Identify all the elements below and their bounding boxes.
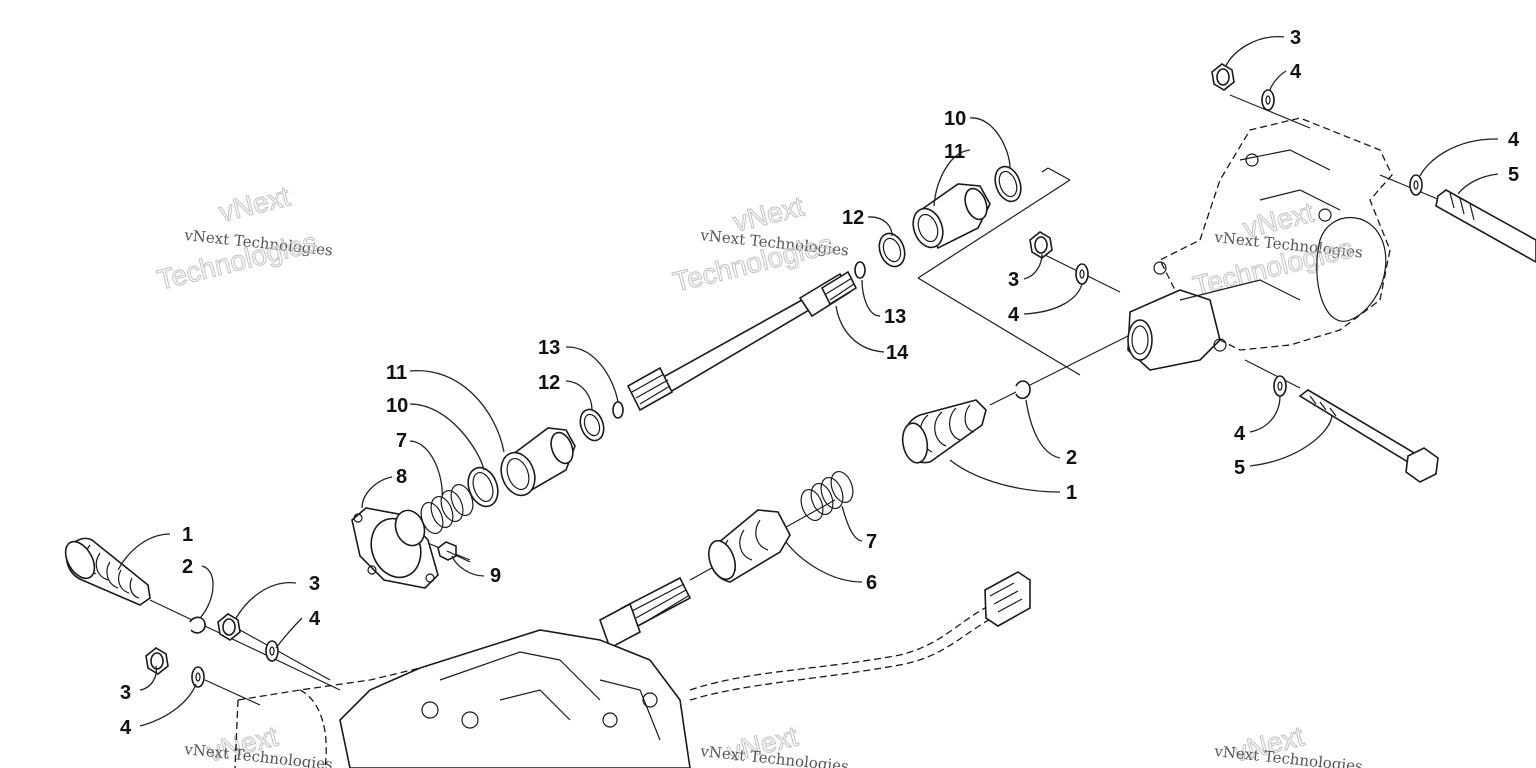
callout-labels: 1 2 3 4 3 4 8 7 10 11 12 13 9 6 7 12 13 … [120, 27, 1520, 739]
mounting-bolt-upper [1435, 189, 1536, 263]
clamp-right [1015, 380, 1031, 400]
callout-2-left: 2 [182, 556, 193, 578]
lower-gearbox-housing [234, 576, 692, 768]
callout-4-left-b: 4 [120, 717, 132, 739]
driveshaft [626, 270, 858, 412]
rear-differential-housing [1127, 117, 1393, 371]
nut-left-b [145, 647, 169, 675]
nut-right-a [1211, 63, 1235, 91]
flange-bolt [437, 541, 471, 563]
svg-text:vNext: vNext [216, 180, 293, 227]
washer-left-a [265, 640, 279, 662]
watermark-bottom-right: vNext vNext Technologies [1213, 720, 1364, 768]
spring-upper [420, 483, 474, 535]
bearing-ring-lower [579, 408, 605, 442]
callout-13-b: 13 [884, 306, 906, 328]
callout-13-a: 13 [538, 337, 560, 359]
assembly-axis-lines [149, 94, 1441, 706]
watermark-bottom-center: vNext vNext Technologies [699, 720, 850, 768]
clamp-left [189, 616, 206, 634]
callout-6: 6 [866, 572, 877, 594]
electrical-connector [984, 571, 1031, 627]
callout-14: 14 [886, 342, 909, 364]
kit-outline [917, 167, 1081, 376]
watermark-right: vNext vNext Technologies Technologies [1189, 196, 1363, 303]
callout-12-a: 12 [538, 372, 560, 394]
callout-1-left: 1 [182, 524, 193, 546]
clamp-ring-lower [467, 466, 499, 508]
nut-right-b [1029, 231, 1053, 259]
nut-left-a [217, 613, 241, 641]
cv-boot-center [708, 509, 791, 583]
clamp-ring-upper [994, 165, 1022, 203]
leader-lines [117, 36, 1499, 727]
callout-12-b: 12 [842, 207, 864, 229]
callout-3-right-a: 3 [1290, 27, 1301, 49]
bushing-upper [854, 261, 866, 279]
callout-4-right-c: 4 [1508, 129, 1520, 151]
watermark-left: vNext vNext Technologies Technologies [153, 180, 333, 297]
callout-1-right: 1 [1066, 482, 1077, 504]
callout-9: 9 [490, 565, 501, 587]
washer-right-a [1261, 89, 1275, 111]
callout-11-b: 11 [944, 141, 965, 163]
bushing-lower [612, 401, 624, 419]
callout-4-right-a: 4 [1290, 61, 1302, 83]
cv-boot-lower [500, 427, 576, 497]
callout-4-left-a: 4 [309, 608, 321, 630]
callout-3-right-b: 3 [1008, 269, 1019, 291]
spring-lower [800, 470, 854, 522]
callout-5-a: 5 [1508, 164, 1519, 186]
callout-7-a: 7 [396, 430, 407, 452]
cv-boot-upper [912, 183, 991, 250]
callout-4-right-d: 4 [1234, 423, 1246, 445]
washer-right-b [1075, 263, 1089, 285]
callout-2-right: 2 [1066, 447, 1077, 469]
washer-right-d [1273, 375, 1287, 397]
boot-right [901, 399, 987, 464]
watermark-bottom-left: vNext vNext Technologies [183, 720, 334, 768]
callout-4-right-b: 4 [1008, 304, 1020, 326]
bearing-ring-upper [878, 232, 906, 268]
washer-right-c [1409, 174, 1423, 196]
wire-harness [689, 607, 993, 701]
callout-10-a: 10 [386, 395, 408, 417]
boot-left [64, 537, 151, 606]
callout-7-b: 7 [866, 531, 877, 553]
callout-5-b: 5 [1234, 457, 1245, 479]
callout-10-b: 10 [944, 108, 966, 130]
bearing-flange-plate [351, 507, 439, 589]
callout-3-left-a: 3 [309, 573, 320, 595]
callout-8: 8 [396, 466, 407, 488]
callout-3-left-b: 3 [120, 682, 131, 704]
watermark-center: vNext vNext Technologies Technologies [669, 190, 849, 299]
mounting-bolt-lower [1298, 389, 1439, 483]
callout-11-a: 11 [386, 362, 407, 384]
washer-left-b [191, 666, 205, 688]
